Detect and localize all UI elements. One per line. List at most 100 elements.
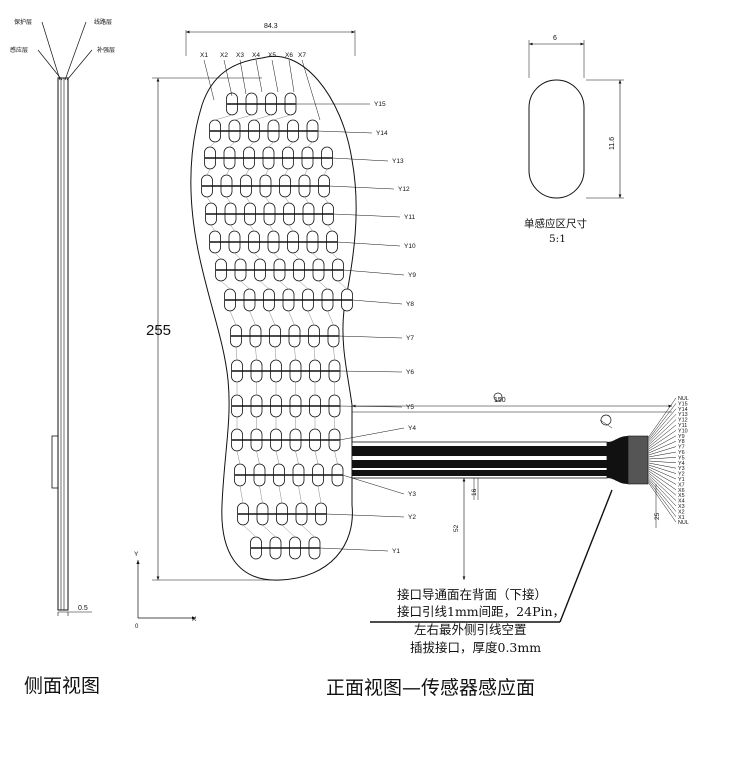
pin-lead	[647, 408, 677, 442]
y-electrode-label: Y3	[408, 491, 416, 498]
y-row-leader	[342, 269, 405, 276]
x-trace	[279, 280, 289, 290]
pin-lead	[647, 403, 677, 441]
y-electrode-label: Y13	[392, 158, 404, 165]
x-trace	[259, 280, 270, 290]
pin-label: Y14	[678, 407, 688, 413]
pin-lead	[647, 464, 677, 474]
pin-lead	[647, 457, 677, 460]
unit-detail-title: 单感应区尺寸	[524, 217, 587, 230]
x-trace	[295, 450, 299, 465]
note-line: 左右最外侧引线空置	[414, 622, 527, 637]
pin-label: X4	[678, 499, 685, 505]
width-dimension-label: 84.3	[264, 23, 278, 30]
pin-label: Y5	[678, 455, 685, 461]
x-trace	[281, 524, 296, 538]
x-trace	[220, 280, 231, 290]
pin-lead	[647, 476, 677, 507]
x-trace	[274, 346, 277, 361]
x-trace	[301, 524, 315, 538]
y-row-leader	[317, 130, 373, 134]
x-trace	[288, 310, 295, 326]
x-trace	[236, 450, 241, 465]
note-line: 接口导通面在背面（下接）	[397, 587, 547, 602]
y-row-leader	[328, 185, 395, 190]
y-electrode-label: Y10	[404, 243, 416, 250]
x-electrode-label: X6	[285, 52, 293, 59]
side-view: 保护层 线路层 感应层 补强层 0.5 侧面视图	[10, 18, 115, 697]
x-trace	[327, 310, 334, 326]
x-trace	[273, 114, 291, 121]
x-trace	[334, 450, 338, 465]
unit-cell-detail: 6 11.6 单感应区尺寸 5:1	[524, 35, 624, 245]
pin-label: X5	[678, 493, 685, 499]
x-trace	[229, 141, 235, 148]
pin-label: Y10	[678, 428, 688, 434]
y-electrode-label: Y9	[408, 272, 416, 279]
x-trace	[209, 141, 216, 148]
x-trace	[298, 485, 302, 504]
sensor-cell-grid	[201, 92, 353, 560]
x-trace	[298, 280, 309, 290]
x-trace	[229, 310, 237, 326]
pin-lead	[647, 481, 677, 523]
x-trace	[337, 280, 348, 290]
connector-width-label: 25	[654, 512, 661, 520]
axis-indicator: Y X 0	[134, 551, 197, 630]
pin-lead	[647, 466, 677, 480]
unit-cell-shape	[528, 79, 585, 199]
unit-height-label: 11.6	[609, 137, 616, 150]
y-row-leader	[351, 299, 403, 305]
x-trace	[284, 196, 290, 204]
x-electrode-label: X1	[200, 52, 208, 59]
axis-origin-label: 0	[135, 624, 139, 630]
y-electrode-label: Y1	[392, 548, 400, 555]
pin-lead	[647, 414, 677, 444]
x-trace	[234, 252, 241, 260]
x-trace	[239, 485, 244, 504]
x-trace	[259, 485, 263, 504]
x-trace	[234, 114, 252, 121]
side-layer-label: 保护层	[14, 18, 32, 26]
x-electrode-label: X7	[298, 52, 306, 59]
note-line: 接口引线1mm间距，24Pin，	[397, 604, 565, 619]
pin-label: Y13	[678, 412, 688, 418]
pin-lead	[647, 462, 677, 469]
y-electrode-label: Y6	[406, 369, 414, 376]
height-dimension-label: 255	[146, 322, 171, 339]
x-trace	[323, 168, 328, 176]
pin-label: X6	[678, 488, 685, 494]
y-row-leader	[331, 157, 389, 162]
x-trace	[245, 168, 250, 176]
y-electrode-label: Y5	[406, 404, 414, 411]
x-trace	[230, 224, 235, 232]
insole-outline	[190, 55, 357, 581]
x-trace	[235, 346, 238, 361]
x-trace	[265, 168, 269, 176]
x-trace	[287, 141, 294, 148]
tail-offset-label: 52	[453, 524, 460, 532]
pin-lead	[647, 470, 677, 491]
x-trace	[292, 252, 300, 260]
x-trace	[249, 310, 256, 326]
x-trace	[288, 224, 294, 232]
pin-lead	[647, 478, 677, 512]
pin-lead	[647, 440, 677, 454]
tail-length-label: 150	[494, 397, 506, 404]
x-electrode-label: X4	[252, 52, 260, 59]
pin-lead	[647, 424, 677, 448]
pin-label: X3	[678, 504, 685, 510]
x-trace	[268, 141, 274, 148]
x-electrode-label: X5	[268, 52, 276, 59]
x-trace	[245, 196, 251, 204]
x-trace	[308, 224, 313, 232]
pin-lead	[647, 468, 677, 485]
pin-label: Y4	[678, 461, 685, 467]
pin-label: Y3	[678, 466, 685, 472]
reference-circle	[493, 392, 503, 402]
x-trace	[307, 141, 313, 148]
x-trace	[294, 346, 296, 361]
connector-hole	[600, 414, 612, 426]
unit-detail-scale: 5:1	[549, 233, 566, 245]
